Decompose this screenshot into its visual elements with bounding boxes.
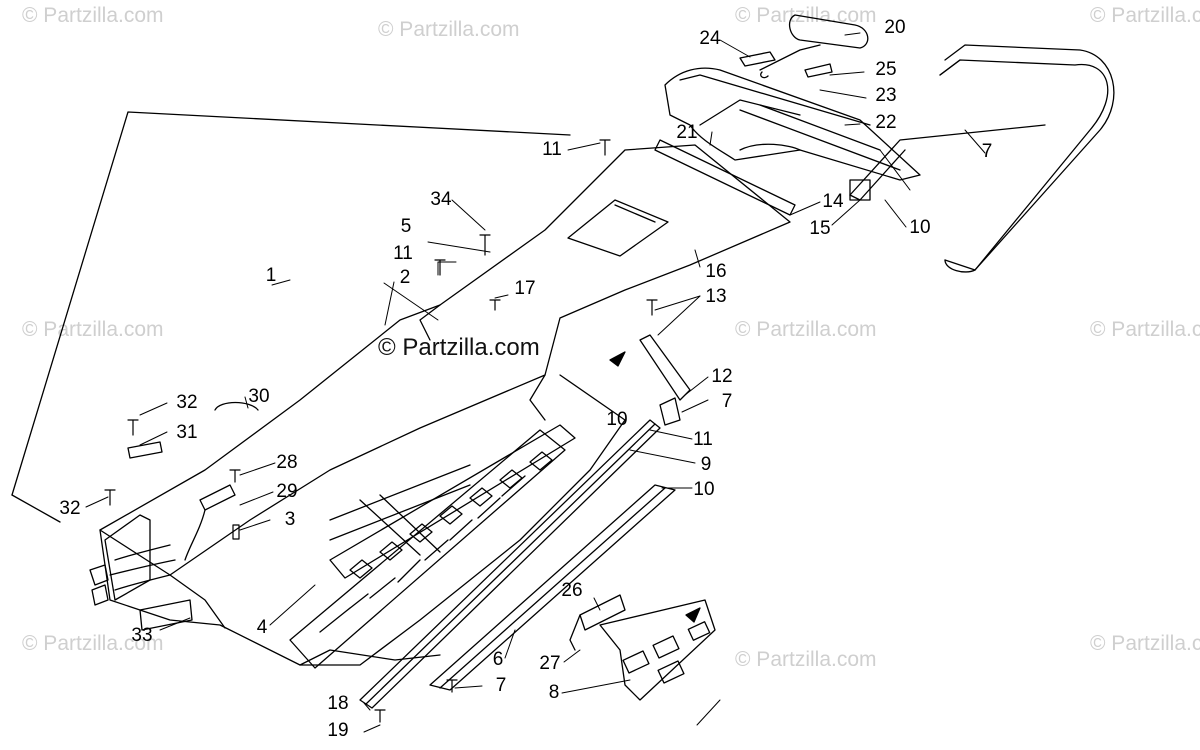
tunnel-cutout: [567, 199, 669, 257]
callout-16: 16: [705, 261, 727, 282]
watermark: © Partzilla.com: [735, 4, 877, 27]
watermark: © Partzilla.com: [378, 18, 520, 41]
callout-19: 19: [327, 720, 349, 741]
tunnel-stiffener: [329, 424, 576, 579]
callout-20: 20: [884, 17, 906, 38]
callout-11: 11: [393, 243, 413, 264]
callout-2: 2: [399, 267, 411, 288]
pad-31: [127, 441, 163, 459]
assembly-bracket-1: [11, 111, 571, 523]
callout-29: 29: [276, 481, 298, 502]
watermark: © Partzilla.com: [1090, 4, 1200, 27]
callout-14: 14: [822, 191, 844, 212]
callout-9: 9: [700, 454, 712, 475]
callout-7: 7: [721, 391, 733, 412]
tunnel-side-wall: [99, 374, 626, 666]
decal-25: [804, 63, 833, 78]
watermark: © Partzilla.com: [22, 632, 164, 655]
decal-24: [739, 51, 776, 67]
callout-30: 30: [248, 386, 270, 407]
callout-21: 21: [676, 122, 698, 143]
callout-22: 22: [875, 112, 897, 133]
callout-10: 10: [606, 409, 628, 430]
grab-bar-20: [759, 14, 869, 79]
callout-24: 24: [699, 28, 721, 49]
callout-4: 4: [256, 617, 268, 638]
watermark: © Partzilla.com: [22, 318, 164, 341]
callout-32: 32: [176, 392, 198, 413]
rail-14: [654, 139, 796, 216]
bracket-27: [569, 594, 626, 651]
callout-15: 15: [809, 218, 831, 239]
callout-6: 6: [492, 649, 504, 670]
callout-13: 13: [705, 286, 727, 307]
ring-30: [214, 401, 259, 411]
bracket-12: [639, 334, 691, 426]
callout-17: 17: [514, 278, 536, 299]
callout-26: 26: [561, 580, 583, 601]
rear-seat: [664, 67, 921, 181]
callout-7: 7: [981, 141, 993, 162]
callout-5: 5: [400, 216, 412, 237]
arrow-marker: [609, 351, 626, 367]
leader-lines: [85, 32, 986, 733]
arrow-marker: [685, 607, 701, 623]
watermark-center: © Partzilla.com: [378, 334, 540, 361]
callout-32: 32: [59, 498, 81, 519]
callout-12: 12: [711, 366, 733, 387]
connector-cluster: [89, 484, 236, 606]
rail-18: [359, 419, 661, 709]
callout-27: 27: [539, 653, 561, 674]
running-board-left: [289, 429, 566, 669]
callout-31: 31: [176, 422, 198, 443]
tunnel-deck: [99, 144, 791, 576]
watermark: © Partzilla.com: [1090, 632, 1200, 655]
callout-34: 34: [430, 189, 452, 210]
callout-3: 3: [284, 509, 296, 530]
pipe-15: [849, 179, 871, 201]
step-plate-8: [599, 599, 716, 701]
callout-25: 25: [875, 59, 897, 80]
callout-11: 11: [693, 429, 713, 450]
callout-1: 1: [265, 265, 277, 286]
callout-10: 10: [693, 479, 715, 500]
callout-33: 33: [131, 625, 153, 646]
callout-8: 8: [548, 682, 560, 703]
decal-33: [139, 599, 193, 631]
callout-23: 23: [875, 85, 897, 106]
callout-7: 7: [495, 675, 507, 696]
trim-6: [429, 484, 676, 691]
callout-11: 11: [542, 139, 562, 160]
watermark: © Partzilla.com: [1090, 318, 1200, 341]
callout-18: 18: [327, 693, 349, 714]
watermark: © Partzilla.com: [735, 318, 877, 341]
callout-28: 28: [276, 452, 298, 473]
watermark: © Partzilla.com: [735, 648, 877, 671]
watermark: © Partzilla.com: [22, 4, 164, 27]
callout-10: 10: [909, 217, 931, 238]
